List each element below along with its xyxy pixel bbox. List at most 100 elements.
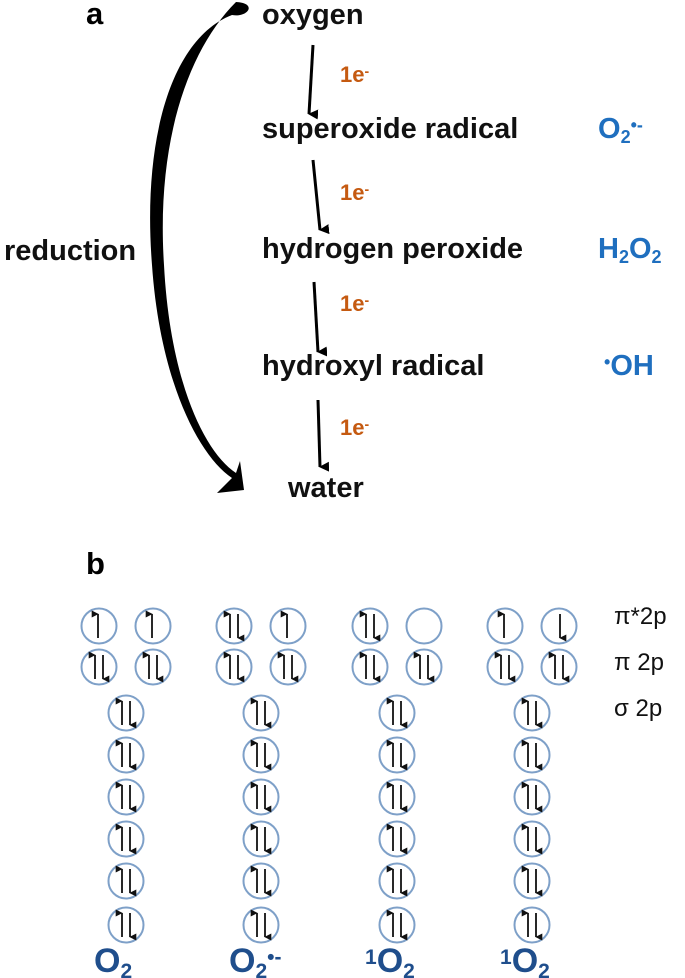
orbital-pair — [107, 862, 145, 900]
electron-transfers: 1e- 1e- 1e- 1e- — [307, 44, 369, 472]
orbital-pair — [513, 906, 551, 944]
electron-label: 1e- — [340, 415, 369, 440]
orbital-circle — [242, 906, 280, 944]
orbital-circle — [107, 820, 145, 858]
orbital-pair — [540, 648, 578, 686]
orbital-pair — [378, 736, 416, 774]
orbital-pair — [107, 736, 145, 774]
orbital-level-labels: π*2p π 2p σ 2p — [614, 603, 667, 722]
orbital-pair — [242, 862, 280, 900]
orbital-circle — [215, 648, 253, 686]
orbital-pair — [242, 778, 280, 816]
orbital-pair — [134, 648, 172, 686]
orbital-circle — [486, 607, 524, 645]
orbital-pair — [513, 694, 551, 732]
orbital-circle — [351, 648, 389, 686]
electron-arrow — [311, 159, 330, 235]
formula-hydroxyl-radical: •OH — [604, 350, 654, 382]
orbital-column: 1O2 — [351, 607, 443, 978]
orbital-empty — [405, 607, 443, 645]
orbital-up — [134, 607, 172, 645]
orbital-pair — [351, 648, 389, 686]
orbital-circle — [513, 736, 551, 774]
orbital-label: σ 2p — [614, 695, 662, 722]
orbital-up — [269, 607, 307, 645]
orbital-up — [486, 607, 524, 645]
reduction-label: reduction — [4, 235, 136, 267]
formula-hydrogen-peroxide: H2O2 — [598, 233, 662, 267]
orbital-circle — [242, 862, 280, 900]
orbital-pair — [378, 820, 416, 858]
step-oxygen: oxygen — [262, 0, 364, 31]
orbital-columns: O2 O2•- 1O2 1O2 — [80, 607, 578, 978]
orbital-circle — [351, 607, 389, 645]
panel-b-label: b — [86, 546, 105, 581]
orbital-pair — [378, 862, 416, 900]
orbital-label: π 2p — [614, 649, 664, 676]
formula-superoxide-radical: O2•- — [598, 113, 643, 147]
column-label: 1O2 — [500, 942, 550, 978]
column-label: 1O2 — [365, 942, 415, 978]
orbital-pair — [242, 820, 280, 858]
orbital-column: O2 — [80, 607, 172, 978]
orbital-circle — [513, 906, 551, 944]
orbital-circle — [378, 820, 416, 858]
orbital-circle — [134, 648, 172, 686]
orbital-circle — [405, 607, 443, 645]
step-hydroxyl-radical: hydroxyl radical — [262, 350, 484, 382]
orbital-circle — [269, 607, 307, 645]
orbital-circle — [107, 736, 145, 774]
orbital-pair — [269, 648, 307, 686]
orbital-circle — [540, 607, 578, 645]
orbital-circle — [107, 694, 145, 732]
orbital-pair — [80, 648, 118, 686]
orbital-pair — [242, 906, 280, 944]
orbital-circle — [242, 736, 280, 774]
orbital-circle — [513, 694, 551, 732]
orbital-pair — [242, 736, 280, 774]
orbital-circle — [107, 778, 145, 816]
orbital-circle — [378, 778, 416, 816]
orbital-pair — [107, 694, 145, 732]
electron-label: 1e- — [340, 62, 369, 87]
orbital-circle — [107, 862, 145, 900]
orbital-circle — [242, 820, 280, 858]
orbital-circle — [486, 648, 524, 686]
column-label: O2 — [94, 942, 132, 978]
electron-arrow — [307, 44, 319, 120]
orbital-pair — [351, 607, 389, 645]
orbital-circle — [242, 778, 280, 816]
orbital-circle — [80, 648, 118, 686]
orbital-circle — [215, 607, 253, 645]
orbital-circle — [378, 862, 416, 900]
orbital-column: 1O2 — [486, 607, 578, 978]
orbital-circle — [405, 648, 443, 686]
step-water: water — [287, 472, 364, 504]
orbital-circle — [269, 648, 307, 686]
orbital-pair — [378, 694, 416, 732]
orbital-pair — [107, 906, 145, 944]
orbital-pair — [513, 736, 551, 774]
electron-label: 1e- — [340, 291, 369, 316]
orbital-down — [540, 607, 578, 645]
orbital-pair — [107, 778, 145, 816]
orbital-circle — [513, 820, 551, 858]
orbital-circle — [378, 736, 416, 774]
orbital-pair — [513, 778, 551, 816]
orbital-circle — [134, 607, 172, 645]
electron-label: 1e- — [340, 180, 369, 205]
orbital-up — [80, 607, 118, 645]
orbital-pair — [378, 778, 416, 816]
orbital-pair — [215, 607, 253, 645]
orbital-column: O2•- — [215, 607, 307, 978]
orbital-pair — [405, 648, 443, 686]
orbital-pair — [215, 648, 253, 686]
orbital-pair — [378, 906, 416, 944]
orbital-circle — [540, 648, 578, 686]
orbital-label: π*2p — [614, 603, 667, 630]
orbital-circle — [378, 906, 416, 944]
panel-a-label: a — [86, 0, 104, 31]
column-label: O2•- — [229, 942, 282, 978]
